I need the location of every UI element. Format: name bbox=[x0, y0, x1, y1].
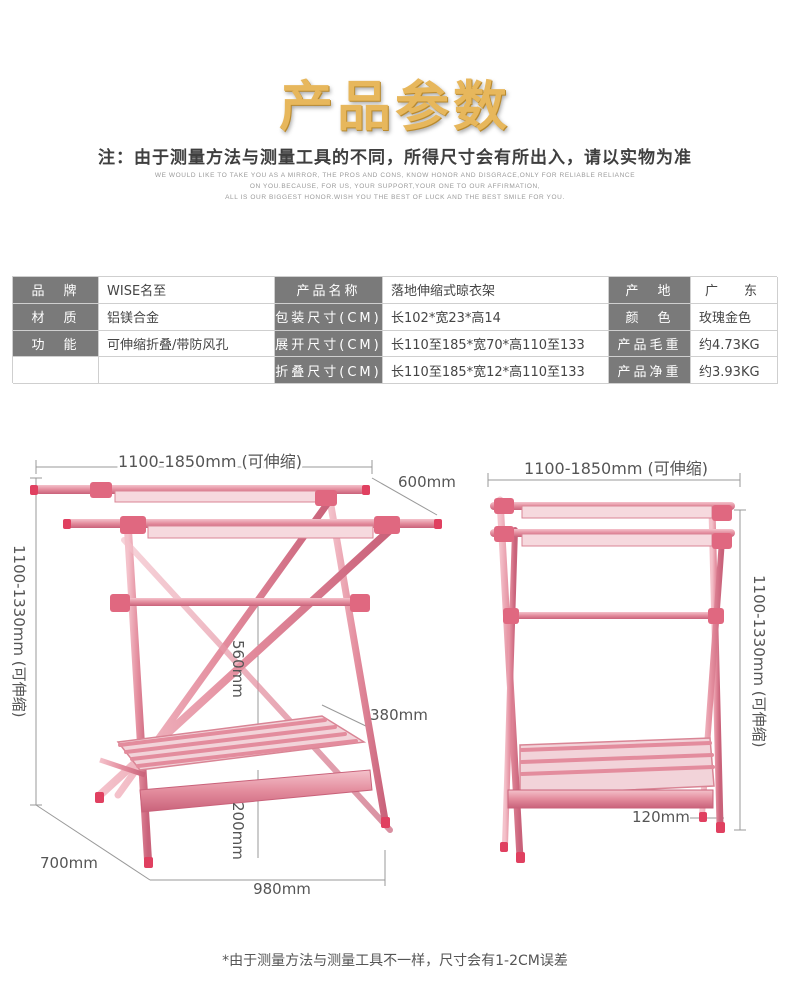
spec-value: 可伸缩折叠/带防风孔 bbox=[99, 330, 275, 358]
joint-connectors bbox=[494, 498, 732, 624]
spec-key: 材 质 bbox=[13, 303, 99, 331]
width-label: 1100-1850mm (可伸缩) bbox=[524, 459, 708, 478]
tagline-line: ON YOU.BECAUSE, FOR US, YOUR SUPPORT,YOU… bbox=[249, 183, 541, 190]
left-rack-diagram: 1100-1850mm (可伸缩) 600mm 1100-1330mm (可伸缩… bbox=[10, 450, 456, 899]
bottom-height-label: 200mm bbox=[229, 802, 247, 860]
spec-empty bbox=[99, 357, 275, 384]
spec-key: 折叠尺寸(CM) bbox=[275, 357, 383, 384]
base-width-label: 980mm bbox=[253, 880, 311, 898]
height-label: 1100-1330mm (可伸缩) bbox=[750, 575, 768, 747]
height-label: 1100-1330mm (可伸缩) bbox=[10, 545, 28, 717]
dimension-diagrams: 1100-1850mm (可伸缩) 600mm 1100-1330mm (可伸缩… bbox=[10, 450, 768, 899]
mid-height-label: 560mm bbox=[229, 640, 247, 698]
page-title: 产品参数 bbox=[279, 75, 511, 138]
spec-value: 铝镁合金 bbox=[99, 303, 275, 331]
folded-depth-label: 120mm bbox=[632, 808, 690, 826]
spec-key: 产品毛重 bbox=[609, 330, 691, 358]
spec-empty bbox=[13, 357, 99, 384]
right-rack-diagram: 1100-1850mm (可伸缩) 1100-1330mm (可伸缩) 120m… bbox=[487, 457, 768, 863]
spec-value: 长110至185*宽12*高110至133 bbox=[383, 357, 609, 384]
base-depth-label: 700mm bbox=[40, 854, 98, 872]
measurement-note: 注：由于测量方法与测量工具的不同，所得尺寸会有所出入，请以实物为准 bbox=[98, 148, 692, 168]
spec-key: 产品名称 bbox=[275, 277, 383, 304]
spec-value: 约4.73KG bbox=[691, 330, 778, 358]
tagline-line: WE WOULD LIKE TO TAKE YOU AS A MIRROR, T… bbox=[154, 172, 636, 179]
spec-value: 玫瑰金色 bbox=[691, 303, 778, 331]
spec-value: 长102*宽23*高14 bbox=[383, 303, 609, 331]
spec-key: 品 牌 bbox=[13, 277, 99, 304]
joint-connectors bbox=[90, 482, 400, 612]
spec-key: 产品净重 bbox=[609, 357, 691, 384]
spec-value: 广 东 bbox=[691, 277, 778, 304]
spec-value: 长110至185*宽70*高110至133 bbox=[383, 330, 609, 358]
width-label: 1100-1850mm (可伸缩) bbox=[118, 452, 302, 471]
end-caps bbox=[500, 812, 725, 863]
spec-value: 落地伸缩式晾衣架 bbox=[383, 277, 609, 304]
spec-value: WISE名至 bbox=[99, 277, 275, 304]
depth-label: 600mm bbox=[398, 473, 456, 491]
spec-key: 产 地 bbox=[609, 277, 691, 304]
spec-key: 展开尺寸(CM) bbox=[275, 330, 383, 358]
spec-table: 品 牌 WISE名至 产品名称 落地伸缩式晾衣架 产 地 广 东 材 质 铝镁合… bbox=[12, 276, 778, 384]
tagline-line: ALL IS OUR BIGGEST HONOR.WISH YOU THE BE… bbox=[225, 194, 565, 201]
end-caps bbox=[30, 485, 442, 868]
shelf-depth-label: 380mm bbox=[370, 706, 428, 724]
spec-value: 约3.93KG bbox=[691, 357, 778, 384]
spec-key: 颜 色 bbox=[609, 303, 691, 331]
spec-key: 包装尺寸(CM) bbox=[275, 303, 383, 331]
spec-key: 功 能 bbox=[13, 330, 99, 358]
tagline: WE WOULD LIKE TO TAKE YOU AS A MIRROR, T… bbox=[0, 170, 790, 203]
error-note: *由于测量方法与测量工具不一样，尺寸会有1-2CM误差 bbox=[222, 953, 568, 969]
